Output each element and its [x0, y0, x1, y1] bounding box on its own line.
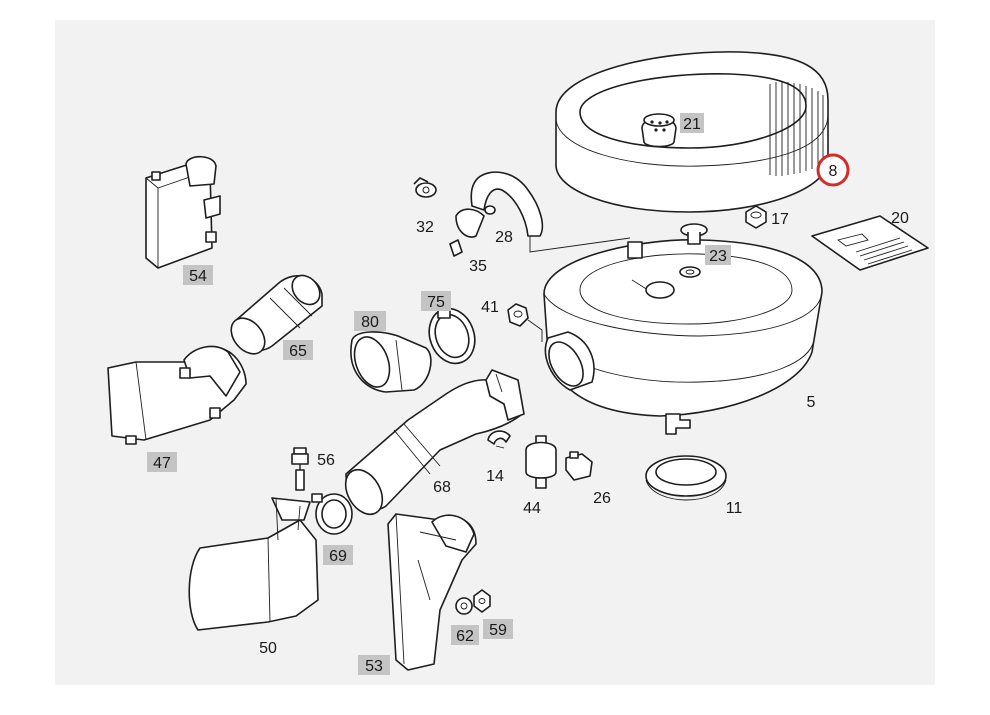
part-62-washer[interactable] — [455, 597, 473, 615]
callout-8[interactable]: 8 — [829, 163, 838, 180]
part-41-nut[interactable] — [507, 303, 543, 342]
callout-41[interactable]: 41 — [481, 299, 499, 316]
callout-80-box — [354, 311, 386, 331]
part-17-nut[interactable] — [745, 205, 767, 229]
callout-35[interactable]: 35 — [469, 258, 487, 275]
callout-23-box — [705, 245, 731, 265]
callout-44[interactable]: 44 — [523, 500, 541, 517]
part-47-intake-duct[interactable] — [107, 345, 247, 445]
callout-65-box — [283, 340, 313, 360]
part-80-adapter[interactable] — [348, 331, 432, 393]
callout-56[interactable]: 56 — [317, 452, 335, 469]
part-59-nut[interactable] — [473, 589, 491, 613]
callout-20[interactable]: 20 — [891, 210, 909, 227]
callout-50[interactable]: 50 — [259, 640, 277, 657]
callout-54[interactable]: 54 — [189, 268, 207, 285]
part-44-valve[interactable] — [525, 435, 557, 489]
callout-32[interactable]: 32 — [416, 219, 434, 236]
leader-line-28 — [529, 236, 631, 253]
part-56-bolt[interactable] — [291, 447, 309, 491]
part-21-valve[interactable] — [641, 113, 677, 148]
part-20-label[interactable] — [811, 215, 929, 271]
part-53-air-guide[interactable] — [387, 513, 477, 671]
callout-80[interactable]: 80 — [361, 314, 379, 331]
callout-75[interactable]: 75 — [427, 294, 445, 311]
callout-75-box — [421, 291, 451, 311]
callout-8-circle — [816, 153, 850, 187]
callout-11[interactable]: 11 — [726, 500, 743, 517]
part-65-boot[interactable] — [224, 270, 325, 360]
callout-47-box — [147, 452, 177, 472]
part-5-air-cleaner-housing[interactable] — [542, 239, 823, 435]
callout-21-box — [680, 113, 704, 133]
callout-62-box — [451, 625, 479, 645]
callout-23[interactable]: 23 — [709, 248, 727, 265]
part-32-clamp[interactable] — [413, 177, 437, 198]
callout-59-box — [483, 619, 513, 639]
part-68-intake-pipe[interactable] — [338, 369, 525, 521]
callout-69[interactable]: 69 — [329, 548, 347, 565]
callout-59[interactable]: 59 — [489, 622, 507, 639]
part-50-air-scoop[interactable] — [188, 497, 319, 631]
callout-69-box — [323, 545, 353, 565]
callout-47[interactable]: 47 — [153, 455, 171, 472]
part-14-clip[interactable] — [487, 430, 511, 449]
part-54-control-unit[interactable] — [145, 155, 221, 269]
callout-54-box — [183, 265, 213, 285]
part-23-cap[interactable] — [679, 223, 708, 278]
callout-17[interactable]: 17 — [771, 211, 789, 228]
callout-68[interactable]: 68 — [433, 479, 451, 496]
callout-14[interactable]: 14 — [486, 468, 504, 485]
part-26-sensor[interactable] — [565, 451, 593, 481]
part-69-clamp[interactable] — [311, 493, 353, 535]
callout-53[interactable]: 53 — [365, 658, 383, 675]
part-35-fitting[interactable] — [449, 239, 463, 257]
callout-28[interactable]: 28 — [495, 229, 513, 246]
callout-26[interactable]: 26 — [593, 490, 611, 507]
part-11-seal-ring[interactable] — [645, 455, 727, 501]
part-28-hose[interactable] — [455, 171, 544, 238]
callout-21[interactable]: 21 — [683, 116, 701, 133]
callout-5[interactable]: 5 — [807, 394, 816, 411]
callout-53-box — [358, 655, 390, 675]
callout-65[interactable]: 65 — [289, 343, 307, 360]
callout-62[interactable]: 62 — [456, 628, 474, 645]
